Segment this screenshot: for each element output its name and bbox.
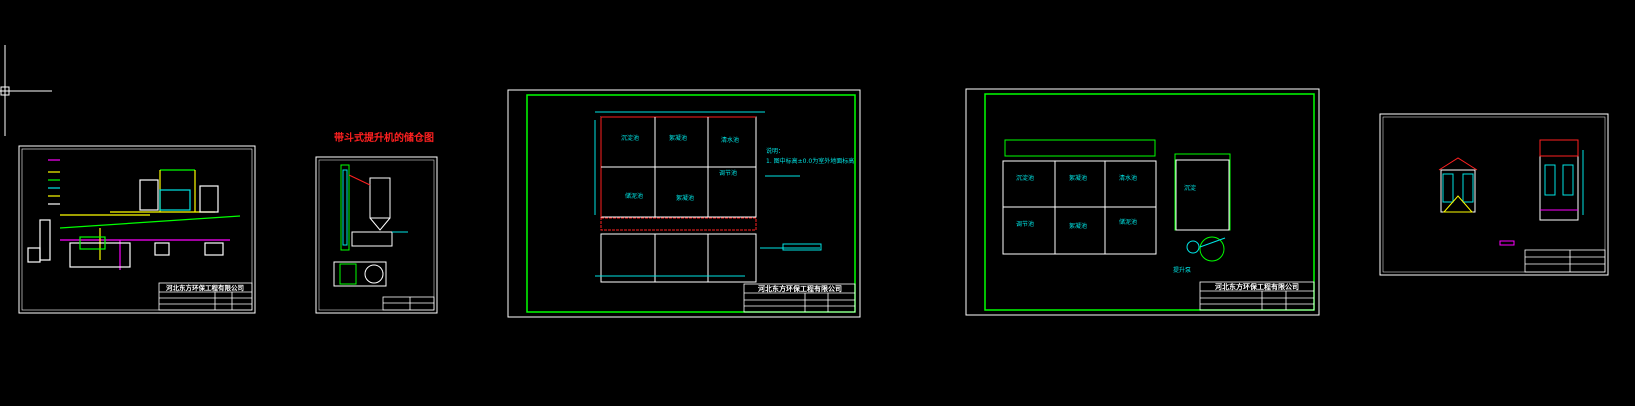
- process-flow-diagram: [27, 159, 241, 270]
- tank-plan: [594, 111, 822, 283]
- svg-text:沉淀池: 沉淀池: [1016, 174, 1034, 182]
- title-block: [743, 283, 856, 313]
- drawing-sheet-1[interactable]: 河北东方环保工程有限公司: [18, 145, 256, 314]
- sheet-caption: 带斗式提升机的储仓图: [334, 131, 434, 144]
- title-block-company: 河北东方环保工程有限公司: [1215, 282, 1299, 291]
- drawing-sheet-2[interactable]: 带斗式提升机的储仓图: [315, 131, 438, 314]
- title-block: [1199, 281, 1315, 311]
- title-block: [1524, 249, 1606, 273]
- svg-text:絮凝池: 絮凝池: [676, 194, 694, 202]
- box-label: 沉淀: [1184, 184, 1196, 192]
- svg-text:清水池: 清水池: [721, 136, 739, 144]
- tank-plan: [1002, 139, 1231, 262]
- title-block: [158, 282, 253, 311]
- drawing-sheet-5[interactable]: [1379, 113, 1609, 276]
- title-block-company: 河北东方环保工程有限公司: [758, 284, 842, 293]
- elevator-silo-drawing: [333, 164, 408, 287]
- svg-text:絮凝池: 絮凝池: [1069, 222, 1087, 230]
- note-text: 1. 图中标高±0.0为室外地面标高: [766, 157, 854, 165]
- tank-labels: 沉淀池 絮凝池 清水池 絮凝池 调节池 储泥池: [621, 134, 739, 202]
- svg-text:絮凝池: 絮凝池: [1069, 174, 1087, 182]
- title-block-company: 河北东方环保工程有限公司: [166, 283, 244, 292]
- drawing-sheet-4[interactable]: 沉淀池 絮凝池 清水池 调节池 絮凝池 储泥池 沉淀 提升泵 河北东方环保工程有…: [965, 88, 1320, 316]
- svg-text:絮凝池: 絮凝池: [669, 134, 687, 142]
- svg-text:储泥池: 储泥池: [625, 192, 643, 200]
- pump-label: 提升泵: [1173, 266, 1191, 274]
- svg-text:调节池: 调节池: [719, 169, 737, 177]
- title-block: [382, 296, 435, 311]
- svg-text:调节池: 调节池: [1016, 220, 1034, 228]
- equipment-section-right: [1539, 139, 1584, 221]
- tank-labels: 沉淀池 絮凝池 清水池 调节池 絮凝池 储泥池: [1016, 174, 1137, 230]
- svg-text:沉淀池: 沉淀池: [621, 134, 639, 142]
- cad-crosshair-icon: [0, 45, 52, 136]
- svg-text:储泥池: 储泥池: [1119, 218, 1137, 226]
- svg-text:清水池: 清水池: [1119, 174, 1137, 182]
- note-heading: 说明：: [766, 147, 784, 155]
- equipment-section-left: [1438, 157, 1478, 213]
- drawing-sheet-3[interactable]: 沉淀池 絮凝池 清水池 絮凝池 调节池 储泥池 说明： 1. 图中标高±0.0为…: [507, 89, 861, 318]
